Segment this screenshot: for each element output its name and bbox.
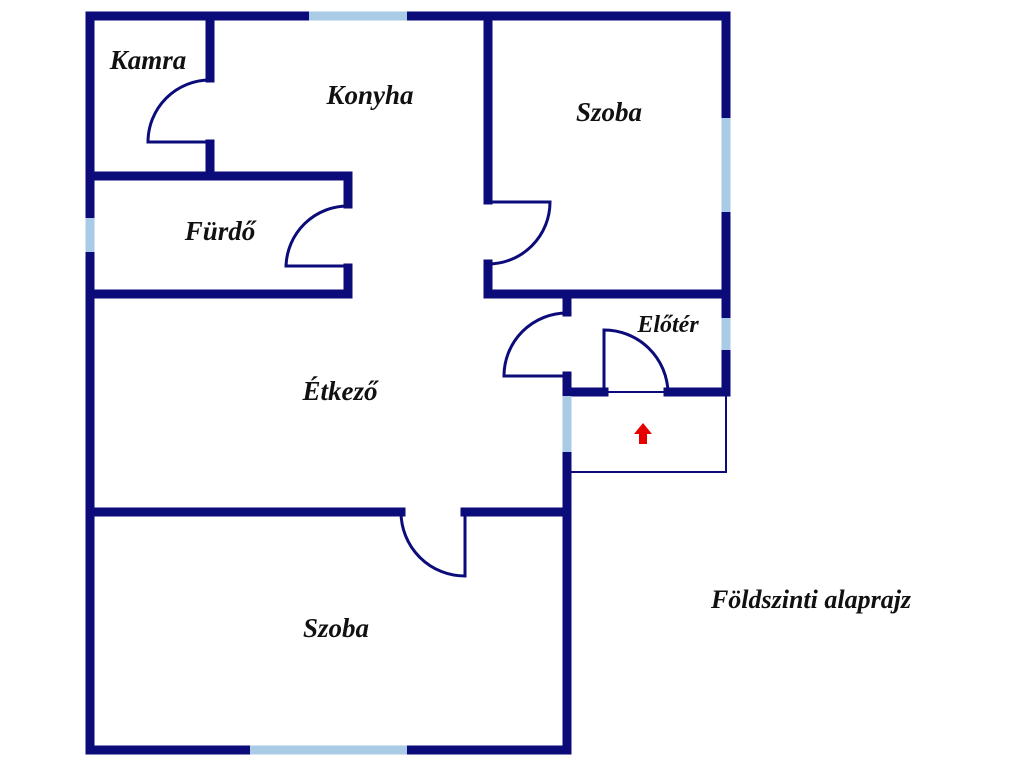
room-label-furdo: Fürdő: [184, 216, 257, 246]
door-szoba-bottom: [399, 511, 467, 578]
door-kamra: [146, 78, 211, 144]
door-furdo: [284, 204, 349, 268]
windows: [85, 11, 731, 755]
room-label-szoba-bottom: Szoba: [303, 613, 369, 643]
terrace-outline: [567, 391, 727, 473]
doors: [146, 78, 670, 578]
room-label-konyha: Konyha: [325, 80, 413, 110]
room-label-eloter: Előtér: [636, 312, 699, 338]
room-label-etkezo: Étkező: [301, 376, 379, 406]
door-eloter: [502, 311, 568, 378]
entrance-arrow-icon: [634, 423, 652, 444]
door-szoba-top: [487, 200, 552, 266]
door-entrance: [602, 328, 670, 393]
plan-caption: Földszinti alaprajz: [710, 585, 912, 614]
room-label-kamra: Kamra: [109, 45, 187, 75]
room-label-szoba-top: Szoba: [576, 97, 642, 127]
